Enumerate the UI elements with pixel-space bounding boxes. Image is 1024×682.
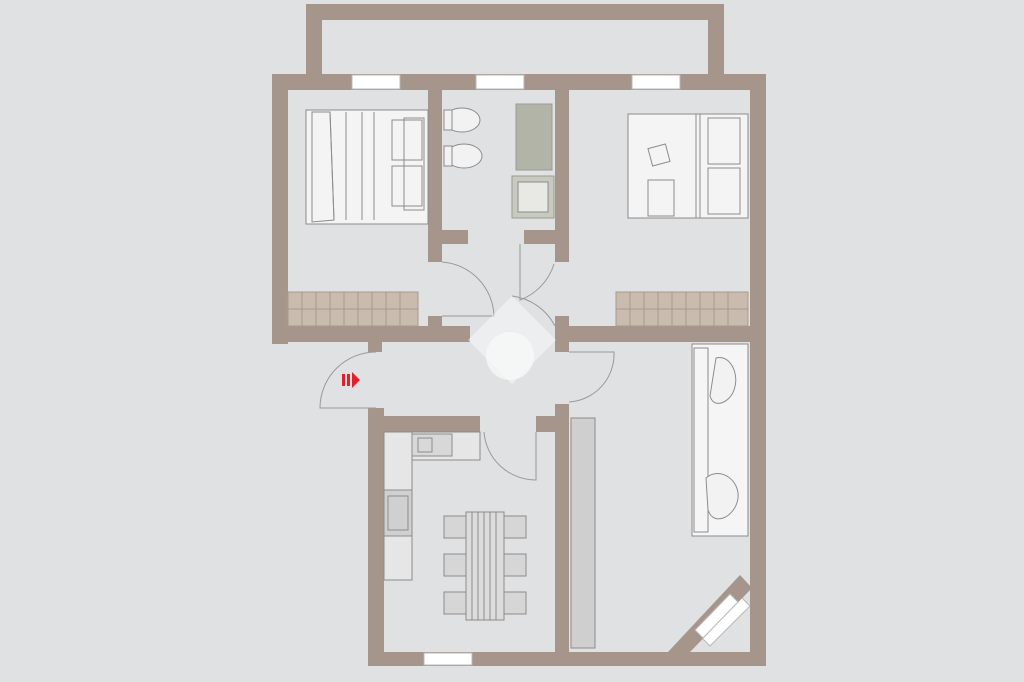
chair <box>503 553 527 577</box>
living-corner-window <box>694 593 739 639</box>
right-wall <box>750 74 766 666</box>
left-wall-lower <box>368 408 384 666</box>
bedroom-right-bottom-wall <box>555 326 766 342</box>
chair <box>503 591 527 615</box>
stove <box>383 489 413 537</box>
window-kitchen <box>423 652 473 666</box>
chair <box>443 553 467 577</box>
bath-bottom-right <box>524 230 569 244</box>
door-bedroom-right <box>511 295 556 327</box>
bedroom-left <box>287 109 429 327</box>
chair <box>443 515 467 539</box>
bedroom-right <box>615 113 749 327</box>
windows <box>351 74 751 666</box>
wardrobe-left <box>287 291 419 327</box>
door-kitchen <box>483 431 537 481</box>
bedroom-right-stub <box>555 316 569 352</box>
kitchen-top-wall <box>368 416 480 432</box>
double-bed-left <box>305 109 429 225</box>
window-bedroom-right <box>631 74 681 90</box>
entrance-arrow-icon <box>342 372 360 388</box>
kitchen <box>383 431 527 621</box>
bedroom-left-stub <box>428 316 442 342</box>
left-wall-upper <box>272 74 288 344</box>
window-bathroom <box>475 74 525 90</box>
terrace-wall-top <box>306 4 724 20</box>
partition-bed-bath <box>428 74 442 262</box>
partition-bath-bed <box>555 74 569 262</box>
window-bedroom-left <box>351 74 401 90</box>
chair <box>443 591 467 615</box>
doors <box>319 244 615 481</box>
door-bathroom <box>519 244 555 301</box>
shower <box>515 103 553 171</box>
terrace-wall-right <box>708 4 724 82</box>
entrance-stub-top <box>368 338 382 352</box>
chair <box>503 515 527 539</box>
door-entrance <box>319 351 377 409</box>
bathroom <box>443 103 555 219</box>
partition-kitchen-living <box>555 404 569 666</box>
door-living <box>568 351 615 403</box>
door-bedroom-left <box>441 261 495 317</box>
wardrobe-right <box>615 291 749 327</box>
watermark-logo-icon <box>468 296 556 384</box>
bath-bottom-left <box>428 230 468 244</box>
double-bed-right <box>627 113 749 219</box>
living-room <box>570 343 749 649</box>
living-corner-wall <box>668 575 752 652</box>
bedroom-left-bottom-wall <box>272 326 470 342</box>
terrace-wall-left <box>306 4 322 82</box>
sideboard <box>570 417 596 649</box>
